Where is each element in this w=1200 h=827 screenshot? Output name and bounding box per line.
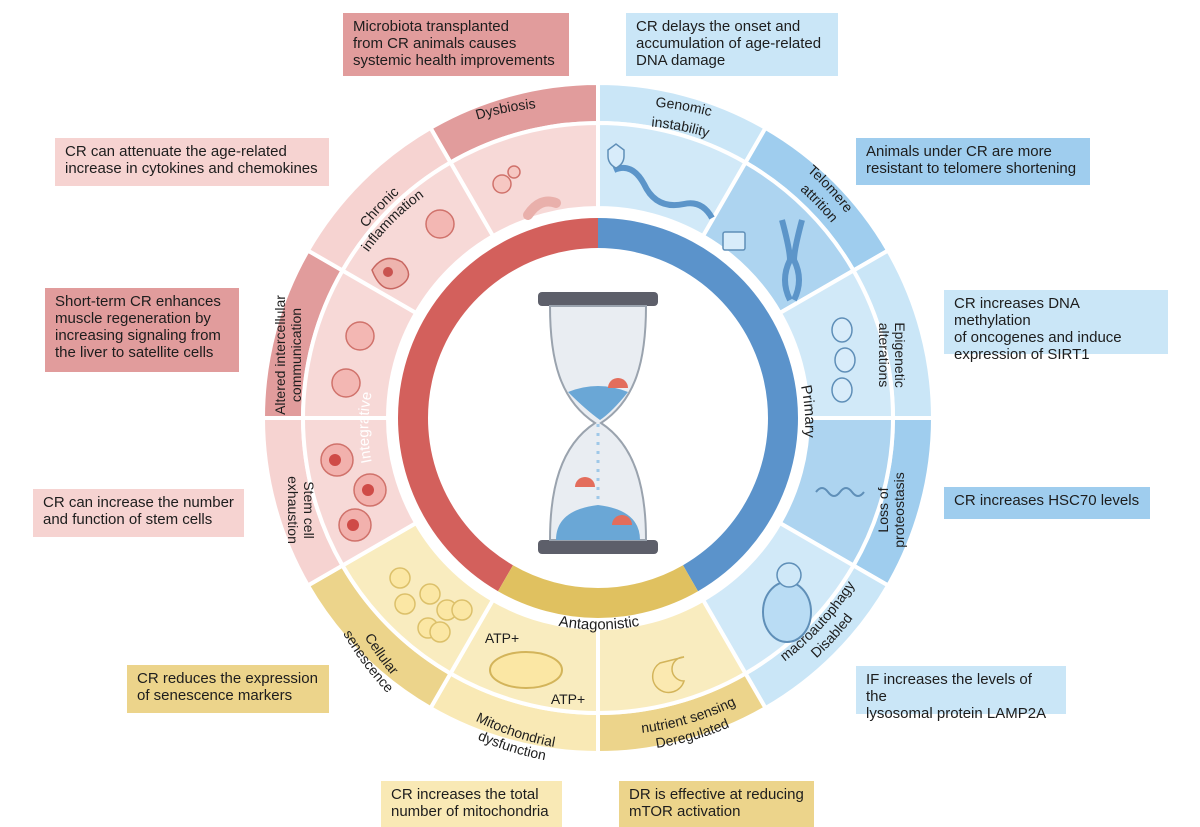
- signaling-cell-icon: [331, 368, 361, 398]
- svg-text:alterations: alterations: [876, 323, 892, 388]
- svg-text:proteostasis: proteostasis: [891, 472, 907, 547]
- segment-deregulated-nutrient-sensing: [596, 597, 769, 756]
- bacterium-icon: [507, 165, 521, 179]
- svg-text:Stem cell: Stem cell: [301, 481, 317, 539]
- callout-dysbiosis: Microbiota transplanted from CR animals …: [343, 13, 569, 76]
- category-arc-antagonistic: [498, 565, 698, 618]
- dna-helix-icon: [612, 164, 715, 220]
- callout-deregulated-nutrient-sensing: DR is effective at reducing mTOR activat…: [619, 781, 814, 827]
- callout-cellular-senescence: CR reduces the expression of senescence …: [127, 665, 329, 713]
- signaling-cell-icon: [345, 321, 375, 351]
- svg-text:exhaustion: exhaustion: [285, 476, 301, 544]
- chromosome-icon: [779, 219, 805, 302]
- category-arc-integrative: [398, 218, 598, 592]
- category-label-integrative: Integrative: [355, 390, 375, 464]
- callout-chronic-inflammation: CR can attenuate the age-related increas…: [55, 138, 329, 186]
- category-label-antagonistic: Antagonistic: [558, 613, 641, 634]
- atp-label: ATP+: [551, 691, 585, 707]
- senescent-cell-icon: [394, 593, 416, 615]
- svg-text:Altered intercellular: Altered intercellular: [272, 295, 288, 415]
- callout-epigenetic-alterations: CR increases DNA methylation of oncogene…: [944, 290, 1168, 363]
- lock-icon: [722, 231, 746, 251]
- svg-text:Loss of: Loss of: [875, 487, 891, 532]
- nucleosome-icon: [831, 377, 853, 403]
- shield-icon: [607, 143, 625, 169]
- stem-cell-nucleus-icon: [329, 454, 341, 466]
- callout-telomere-attrition: Animals under CR are more resistant to t…: [856, 138, 1090, 185]
- bacterium-rod-icon: [523, 196, 561, 220]
- callout-genomic-instability: CR delays the onset and accumulation of …: [626, 13, 838, 76]
- callout-mitochondrial-dysfunction: CR increases the total number of mitocho…: [381, 781, 562, 827]
- svg-text:Epigenetic: Epigenetic: [892, 322, 908, 387]
- callout-loss-of-proteostasis: CR increases HSC70 levels: [944, 487, 1150, 519]
- bacterium-icon: [492, 174, 512, 194]
- senescent-cell-icon: [389, 567, 411, 589]
- callout-altered-intercellular-communication: Short-term CR enhances muscle regenerati…: [45, 288, 239, 372]
- callout-stem-cell-exhaustion: CR can increase the number and function …: [33, 489, 244, 537]
- hourglass-icon: [538, 292, 658, 554]
- mitochondrion-icon: [489, 651, 563, 689]
- nucleosome-icon: [834, 347, 856, 373]
- senescent-cell-icon: [429, 621, 451, 643]
- segment-epigenetic-alterations: [777, 247, 936, 420]
- svg-text:communication: communication: [288, 308, 304, 402]
- senescent-cell-icon: [451, 599, 473, 621]
- senescent-cell-icon: [419, 583, 441, 605]
- nutrient-sensor-icon: [651, 656, 686, 694]
- atp-label: ATP+: [485, 630, 519, 646]
- stem-cell-nucleus-icon: [347, 519, 359, 531]
- category-arc-primary: [598, 218, 798, 592]
- segment-loss-of-proteostasis: [777, 416, 936, 589]
- protein-icon: [815, 487, 865, 497]
- nucleus-icon: [383, 267, 393, 277]
- cell-icon: [425, 209, 455, 239]
- callout-disabled-macroautophagy: IF increases the levels of the lysosomal…: [856, 666, 1066, 722]
- nucleosome-icon: [831, 317, 853, 343]
- autophagosome-icon: [776, 562, 802, 588]
- stem-cell-nucleus-icon: [362, 484, 374, 496]
